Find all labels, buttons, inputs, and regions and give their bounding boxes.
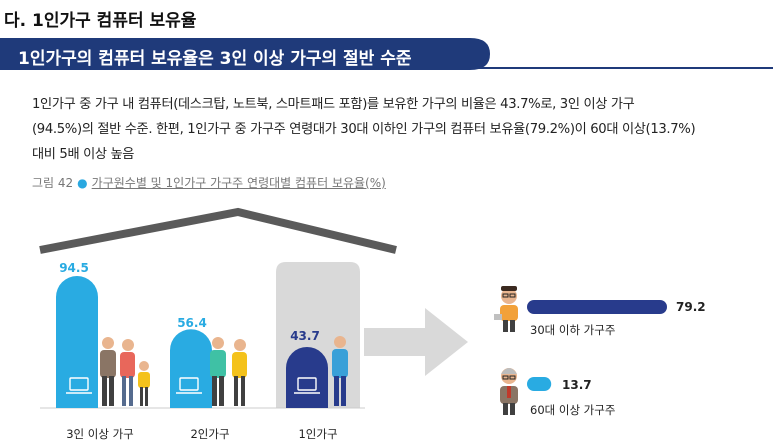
figure-title: 가구원수별 및 1인가구 가구주 연령대별 컴퓨터 보유율(%) [91,176,386,190]
banner: 1인가구의 컴퓨터 보유율은 3인 이상 가구의 절반 수준 [0,38,496,70]
value-label: 13.7 [562,378,592,392]
category-label: 30대 이하 가구주 [530,323,615,337]
summary-line: 대비 5배 이상 높음 [32,147,135,162]
category-label: 1인가구 [298,427,337,441]
arrow-shape [364,308,468,376]
banner-title: 1인가구의 컴퓨터 보유율은 3인 이상 가구의 절반 수준 [18,49,412,69]
family-figures-three-plus [100,337,150,406]
young-person-icon [494,286,518,332]
roof-line [39,207,397,254]
age-bars [527,300,667,391]
family-figures-one [332,336,348,406]
laptop-icon [66,377,92,394]
category-label: 60대 이상 가구주 [530,403,615,417]
bullet-icon: ● [77,176,88,190]
figure-number: 그림 42 [32,176,74,190]
banner-shape [0,38,490,70]
value-label: 79.2 [676,300,706,314]
value-label: 94.5 [59,261,89,275]
section-title: 다. 1인가구 컴퓨터 보유율 [4,11,197,31]
household-bar [56,276,98,408]
category-label: 2인가구 [190,427,229,441]
summary-text: 1인가구 중 가구 내 컴퓨터(데스크탑, 노트북, 스마트패드 포함)를 보유… [32,92,772,167]
laptop-icon [294,377,320,394]
laptop-icon [176,377,202,394]
figure-caption: 그림 42●가구원수별 및 1인가구 가구주 연령대별 컴퓨터 보유율(%) [32,174,386,191]
family-figures-two [210,337,247,406]
elderly-person-icon [500,368,518,415]
category-label: 3인 이상 가구 [66,427,134,441]
age-bar [527,300,667,314]
household-bar [170,329,212,408]
value-label: 56.4 [177,316,207,330]
summary-line: (94.5%)의 절반 수준. 한편, 1인가구 중 가구주 연령대가 30대 … [32,122,696,137]
age-bar [527,377,552,391]
banner-underline [0,67,773,69]
summary-line: 1인가구 중 가구 내 컴퓨터(데스크탑, 노트북, 스마트패드 포함)를 보유… [32,97,635,112]
value-label: 43.7 [290,329,320,343]
